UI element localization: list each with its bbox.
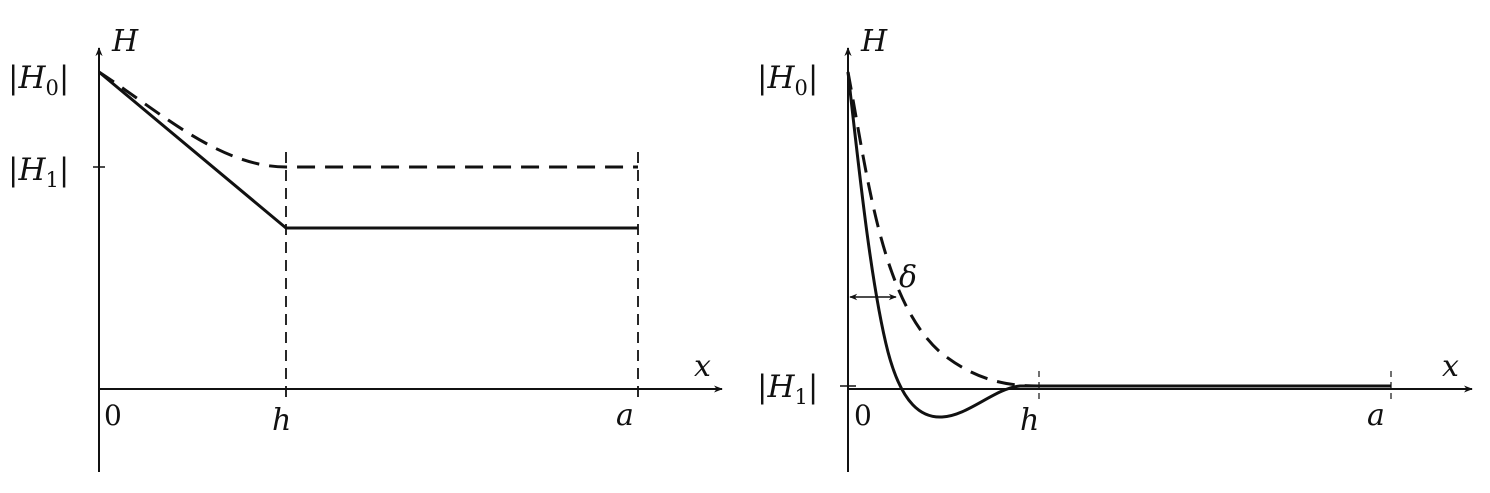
right-origin-label: 0: [854, 399, 872, 432]
right-h-label: h: [1020, 403, 1039, 438]
right-x-axis-label: x: [1442, 349, 1459, 384]
left-panel: H x |H0| |H1| 0 h a: [8, 24, 723, 472]
right-h1-label: |H1|: [757, 369, 818, 409]
right-h0-label: |H0|: [757, 60, 818, 100]
right-a-label: a: [1367, 398, 1385, 433]
left-a-label: a: [616, 398, 634, 433]
right-panel: δ H x |H0| |H1| 0 h a: [757, 24, 1473, 472]
right-y-axis-label: H: [860, 24, 888, 59]
left-h-label: h: [272, 403, 291, 438]
left-y-axis-label: H: [111, 24, 139, 59]
left-x-axis-label: x: [694, 349, 711, 384]
left-dashed-curve: [98, 70, 638, 169]
left-solid-curve: [98, 70, 638, 230]
left-h0-label: |H0|: [8, 60, 69, 100]
right-dashed-curve: [846, 71, 1040, 388]
left-origin-label: 0: [104, 399, 122, 432]
right-delta-label: δ: [899, 260, 917, 295]
left-h1-label: |H1|: [8, 152, 69, 192]
right-solid-curve: [846, 71, 1391, 419]
